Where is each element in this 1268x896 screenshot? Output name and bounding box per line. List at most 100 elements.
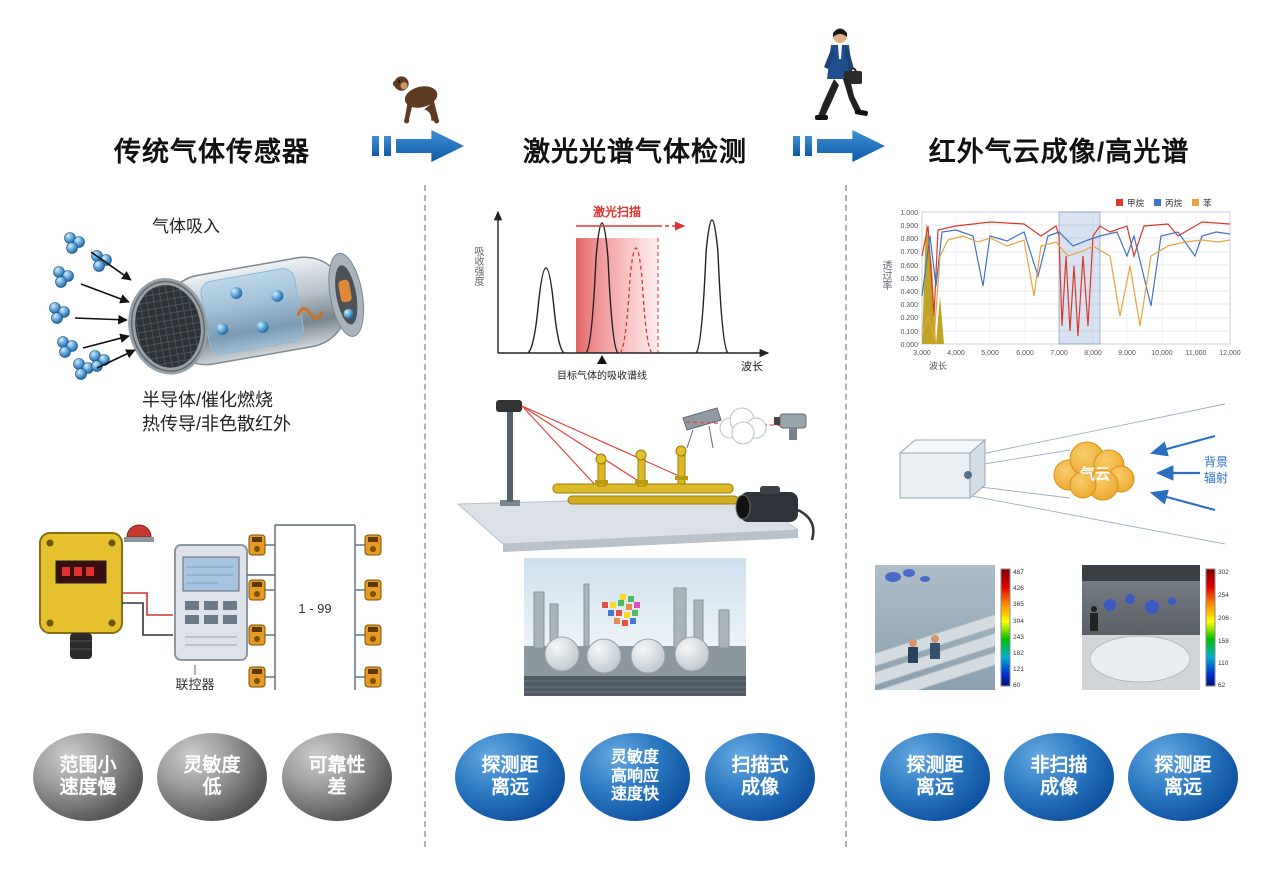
arrow-stripe <box>793 136 800 156</box>
absorption-peak <box>695 219 729 354</box>
handheld-detector <box>774 413 807 440</box>
colorbar-ticks: 302 254 206 158 110 62 <box>1218 569 1229 689</box>
badge-line: 成像 <box>1039 777 1078 798</box>
controller-screen <box>182 556 240 592</box>
legend-label-benzene: 苯 <box>1203 198 1212 208</box>
chimpanzee-icon <box>392 76 440 124</box>
svg-text:3,000: 3,000 <box>913 350 931 357</box>
benzene-line <box>921 235 1231 339</box>
platform-edge <box>503 530 798 552</box>
absorption-band-shading <box>1058 211 1101 345</box>
distillation-towers <box>533 583 730 649</box>
gas-detector-device <box>39 532 123 659</box>
badge-line: 灵敏度 <box>183 754 241 776</box>
sensor-cylinder <box>128 252 365 375</box>
transmittance-chart-svg: 1.000 0.900 0.800 0.700 0.600 0.500 0.40… <box>900 198 1241 371</box>
laser-scan-band <box>576 238 658 353</box>
target-marker-icon <box>597 355 607 364</box>
badge-line: 探测距 <box>481 754 539 776</box>
badge-line: 速度快 <box>610 786 659 804</box>
badge-line: 灵敏度 <box>610 748 659 766</box>
laser-pole <box>507 408 513 502</box>
chart-legend: 甲烷 丙烷 苯 <box>1116 198 1212 208</box>
worker-figures <box>908 635 940 663</box>
svg-text:302: 302 <box>1218 569 1229 576</box>
x-axis-label: 波长 <box>929 360 947 371</box>
laser-scan-chart-svg: 激光扫描 目标气体的吸收谱线 波长 <box>493 204 770 382</box>
target-line-label: 目标气体的吸收谱线 <box>557 369 647 382</box>
legend-swatch-propane <box>1154 199 1161 206</box>
svg-text:0.900: 0.900 <box>900 223 918 230</box>
column-title-traditional: 传统气体传感器 <box>114 137 310 167</box>
evolution-arrow-1 <box>372 130 464 162</box>
advantage-badge-sensitivity: 灵敏度 高响应 速度快 <box>580 733 690 821</box>
svg-text:0.700: 0.700 <box>900 249 918 256</box>
alarm-siren-icon <box>124 524 154 542</box>
arrow-head-icon <box>817 130 885 162</box>
svg-text:0.400: 0.400 <box>900 289 918 296</box>
limitation-badge-reliability: 可靠性 差 <box>282 733 392 821</box>
svg-text:6,000: 6,000 <box>1016 350 1034 357</box>
legend-label-methane: 甲烷 <box>1127 198 1145 208</box>
gas-molecules <box>49 232 112 380</box>
gas-leak-blobs <box>1104 594 1176 614</box>
left-absorption-area-2 <box>936 296 944 344</box>
arrow-stripe <box>372 136 379 156</box>
legend-swatch-methane <box>1116 199 1123 206</box>
ir-imager-box <box>898 438 987 500</box>
absorption-peak <box>527 267 565 354</box>
advantage-badge-scanning: 扫描式 成像 <box>705 733 815 821</box>
scanned-peak-dashed <box>619 247 653 354</box>
pipes-scene <box>875 569 995 690</box>
svg-text:8,000: 8,000 <box>1084 350 1102 357</box>
svg-text:0.600: 0.600 <box>900 263 918 270</box>
svg-text:0.800: 0.800 <box>900 236 918 243</box>
svg-text:5,000: 5,000 <box>981 350 999 357</box>
tech-line-1: 半导体/催化燃烧 <box>142 390 274 410</box>
svg-text:1.000: 1.000 <box>900 210 918 217</box>
radiation-label-line2: 辐射 <box>1204 470 1228 485</box>
sensor-tech-text: 半导体/催化燃烧 热传导/非色散红外 <box>142 388 291 437</box>
legend-swatch-benzene <box>1192 199 1199 206</box>
svg-text:206: 206 <box>1218 615 1229 622</box>
svg-text:10,000: 10,000 <box>1151 350 1173 357</box>
background-radiation-arrows <box>1149 434 1216 512</box>
advantage-badge-distance-3: 探测距 离远 <box>1128 733 1238 821</box>
propane-line <box>921 229 1231 307</box>
badge-line: 范围小 <box>59 754 117 776</box>
detector-probe <box>70 633 92 659</box>
column-title-laser: 激光光谱气体检测 <box>523 137 747 167</box>
inhale-arrows <box>74 251 136 369</box>
badge-line: 扫描式 <box>731 754 789 776</box>
svg-text:0.500: 0.500 <box>900 276 918 283</box>
y-axis-label: 透过率 <box>880 260 891 290</box>
badge-line: 可靠性 <box>308 754 366 776</box>
badge-line: 探测距 <box>906 754 964 776</box>
column-divider-1 <box>424 185 426 847</box>
badge-line: 高响应 <box>610 767 659 785</box>
badge-line: 差 <box>327 777 347 798</box>
x-tick-labels: 3,000 4,000 5,000 6,000 7,000 8,000 9,00… <box>913 350 1241 357</box>
tech-line-2: 热传导/非色散红外 <box>142 414 292 435</box>
limitation-badge-range: 范围小 速度慢 <box>33 733 143 821</box>
field-of-view-lines <box>971 403 1226 545</box>
thermal-image-pipes: 487 426 365 304 243 182 121 60 <box>875 565 1024 690</box>
y-tick-labels: 1.000 0.900 0.800 0.700 0.600 0.500 0.40… <box>900 210 918 349</box>
network-lines <box>247 524 365 690</box>
svg-text:487: 487 <box>1013 569 1024 576</box>
svg-text:254: 254 <box>1218 592 1229 599</box>
svg-text:4,000: 4,000 <box>947 350 965 357</box>
svg-text:304: 304 <box>1013 618 1024 625</box>
gas-pipes <box>552 445 739 505</box>
gas-cloud-label: 气云 <box>1079 465 1110 483</box>
advantage-badge-distance-2: 探测距 离远 <box>880 733 990 821</box>
gas-cloud-imaging-diagram: 气云 背景 辐射 <box>898 403 1228 545</box>
colorbar <box>1000 568 1011 687</box>
gas-plume-cloud <box>719 407 767 445</box>
column-divider-2 <box>845 185 847 847</box>
spherical-tanks <box>544 636 710 674</box>
y-axis-label: 吸收强度 <box>472 246 483 286</box>
svg-text:60: 60 <box>1013 682 1021 689</box>
transmittance-chart: 透过率 1.000 0.900 0.800 0.700 0.600 0.500 … <box>878 196 1246 384</box>
thermal-image-tank: 302 254 206 158 110 62 <box>1082 565 1229 690</box>
